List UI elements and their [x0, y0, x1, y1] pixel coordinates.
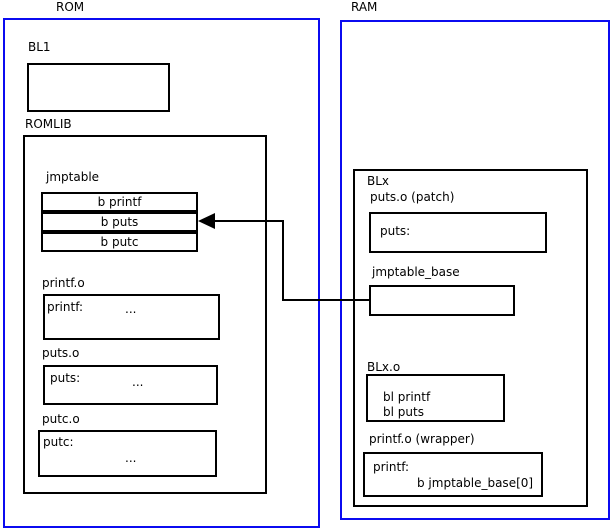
jmptable-label: jmptable — [46, 170, 100, 184]
romlib-label: ROMLIB — [25, 117, 72, 131]
blx-o-line-bl-printf: bl printf — [383, 390, 431, 404]
puts-o-label: puts.o — [42, 346, 80, 360]
puts-body-ellipsis: ... — [132, 375, 144, 389]
printf-body-ellipsis: ... — [125, 302, 137, 316]
jmptable-base-label: jmptable_base — [372, 265, 460, 279]
blx-label: BLx — [367, 174, 390, 188]
printf-o-box: printf: ... — [43, 294, 220, 340]
bl1-label: BL1 — [28, 40, 51, 54]
romlib-box — [23, 135, 267, 494]
blx-o-line-bl-puts: bl puts — [383, 405, 424, 419]
puts-patch-symbol: puts: — [380, 224, 411, 238]
putc-o-box: putc: ... — [38, 430, 217, 477]
printf-wrapper-branch: b jmptable_base[0] — [417, 476, 534, 490]
blx-o-box: bl printf bl puts — [366, 374, 505, 422]
blx-box — [353, 169, 588, 507]
blx-o-label: BLx.o — [367, 360, 401, 374]
puts-o-box: puts: ... — [43, 365, 218, 405]
bl1-box — [27, 63, 170, 112]
printf-wrapper-box: printf: b jmptable_base[0] — [363, 452, 543, 497]
jmptable-box: b printf b puts b putc — [41, 192, 198, 252]
jmptable-entry-putc: b putc — [41, 232, 198, 252]
jmptable-entry-printf: b printf — [41, 192, 198, 212]
rom-label: ROM — [56, 0, 85, 14]
puts-symbol: puts: — [50, 371, 81, 385]
printf-symbol: printf: — [47, 300, 84, 314]
jmptable-entry-puts: b puts — [41, 212, 198, 232]
putc-symbol: putc: — [43, 435, 74, 449]
printf-wrapper-symbol: printf: — [373, 460, 410, 474]
ram-label: RAM — [351, 0, 378, 14]
jmptable-base-box — [369, 285, 515, 316]
puts-patch-box: puts: — [369, 212, 547, 253]
putc-body-ellipsis: ... — [125, 451, 137, 465]
printf-o-label: printf.o — [42, 276, 85, 290]
putc-o-label: putc.o — [42, 412, 80, 426]
printf-wrapper-label: printf.o (wrapper) — [369, 432, 475, 446]
puts-patch-label: puts.o (patch) — [370, 190, 455, 204]
